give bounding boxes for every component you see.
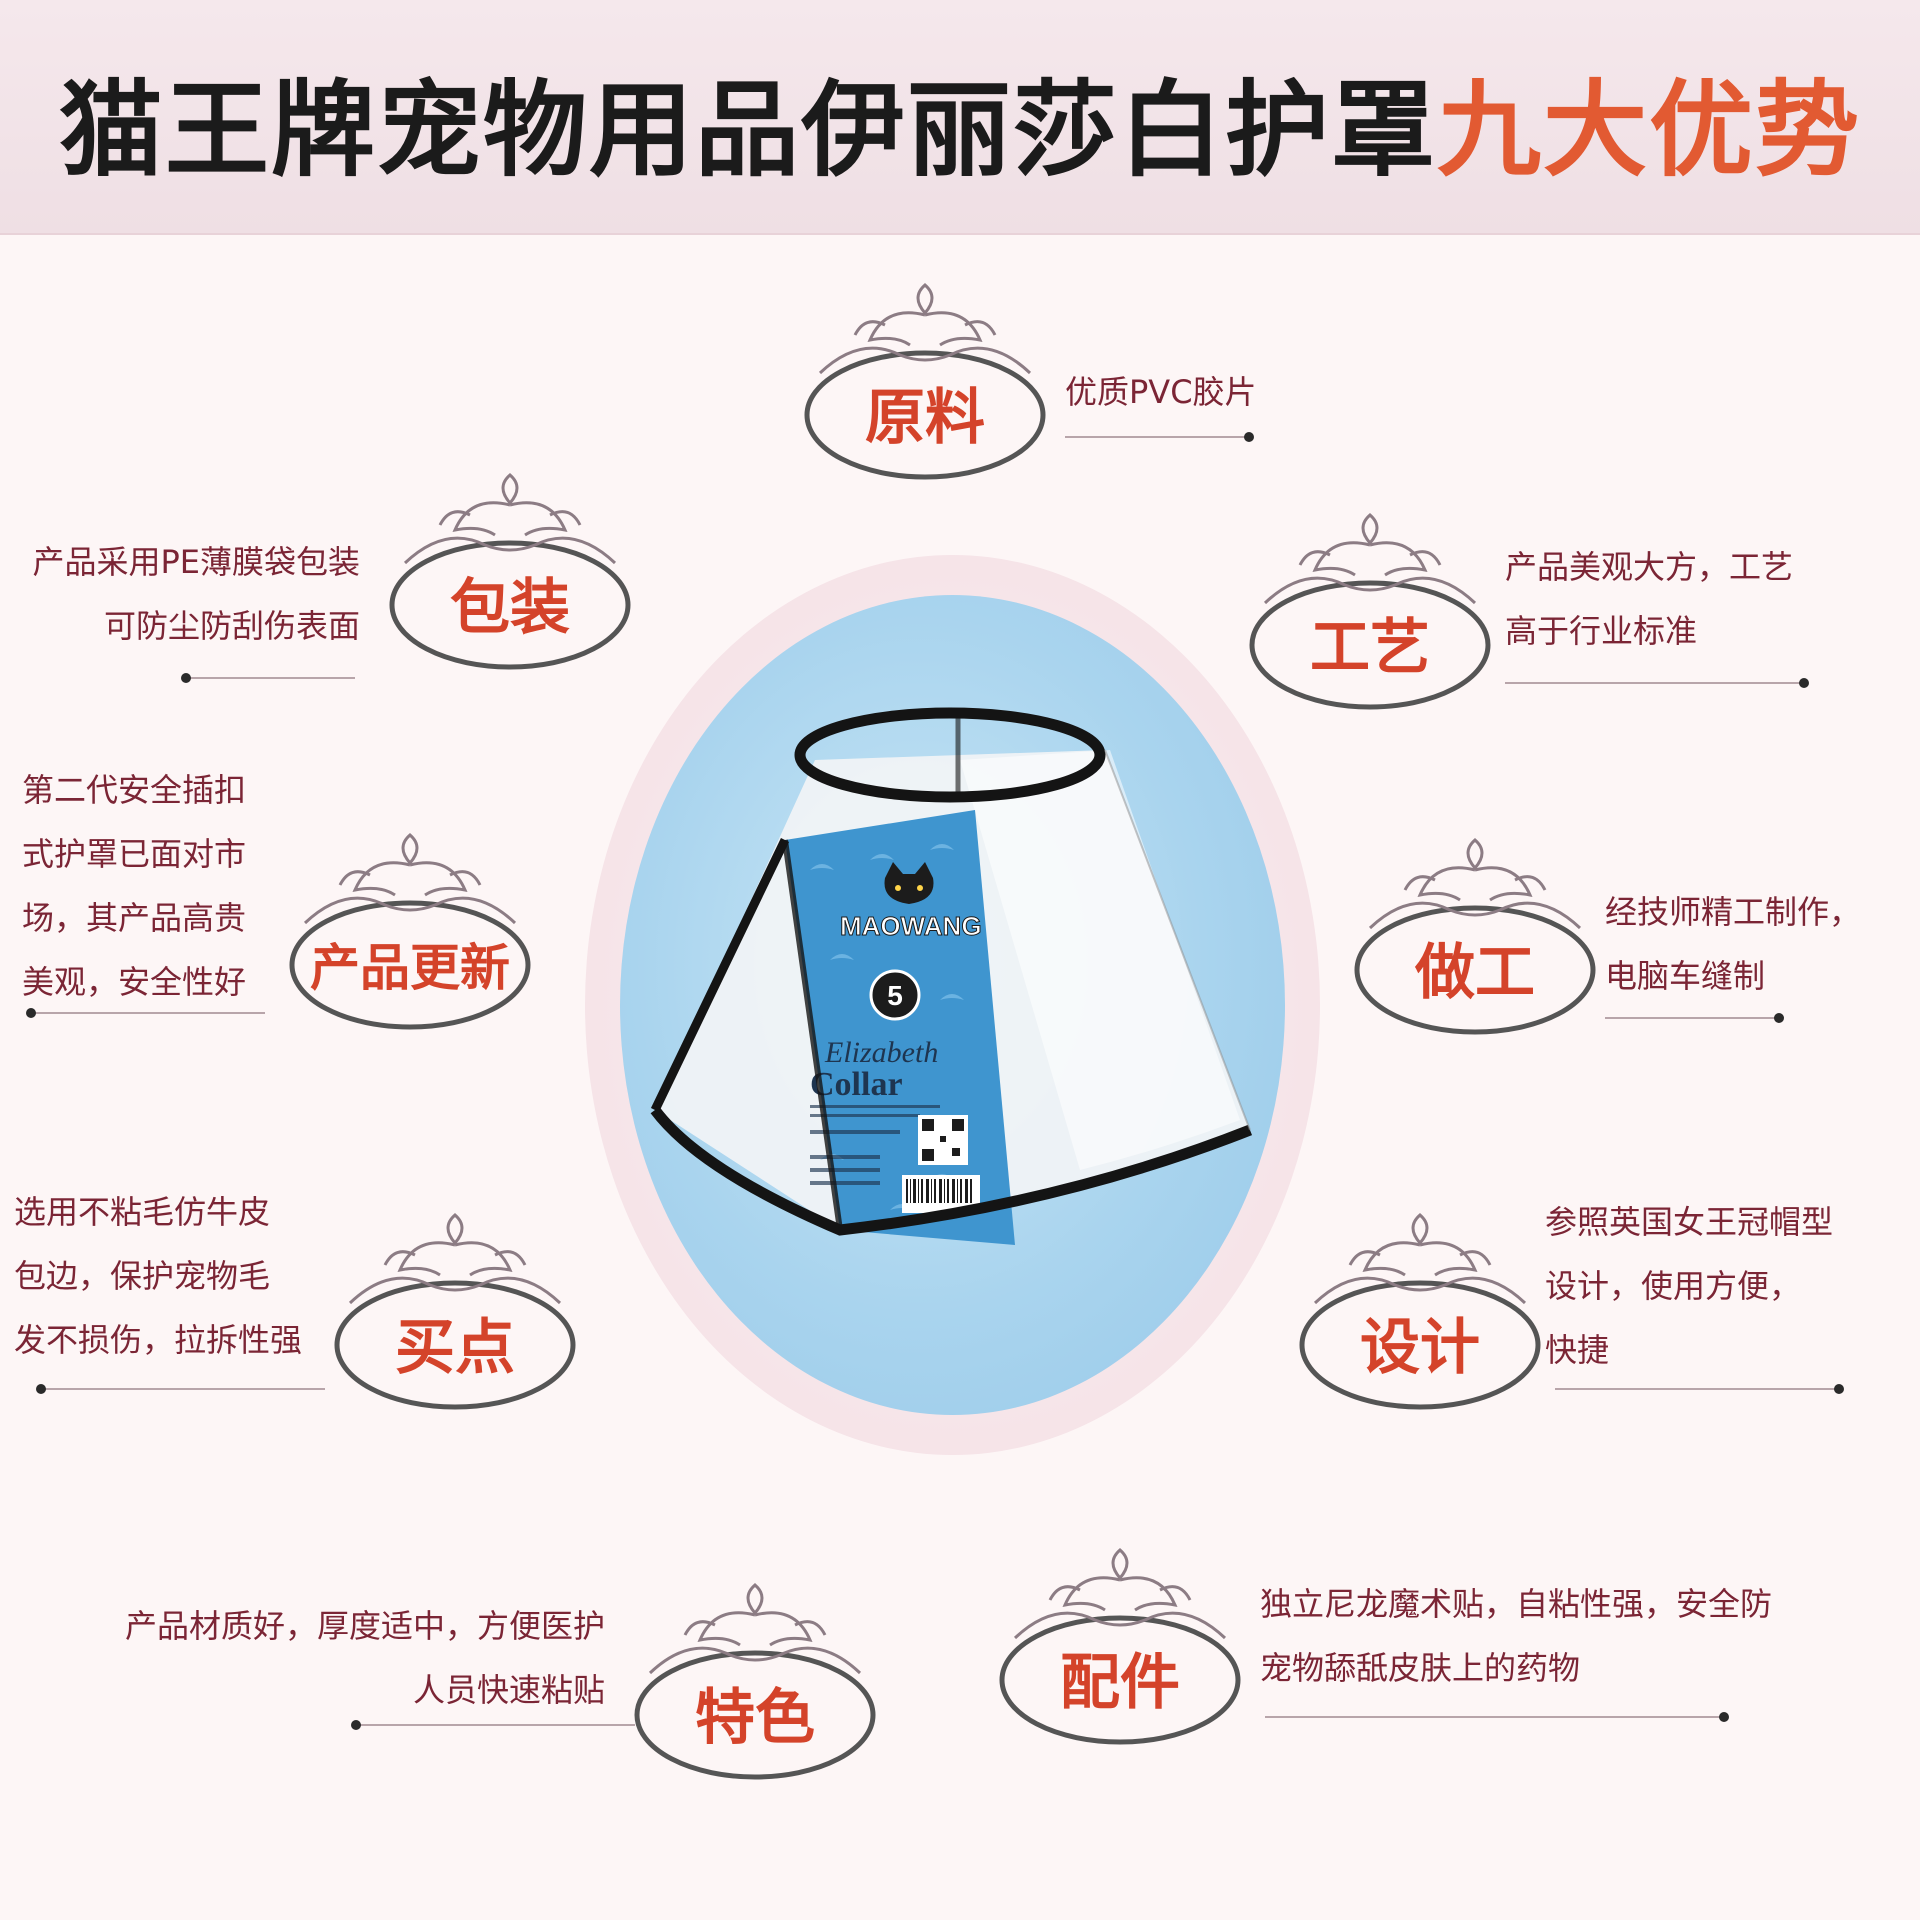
feature-emblem-special: 特色 [630,1565,880,1785]
feature-text-selling: 选用不粘毛仿牛皮 包边，保护宠物毛 发不损伤，拉拆性强 [14,1193,303,1359]
feature-rule-packaging [181,673,355,683]
feature-text-special: 产品材质好，厚度适中，方便医护 人员快速粘贴 [124,1607,605,1709]
feature-text-raw: 优质PVC胶片 [1065,373,1257,411]
size-text: 5 [887,980,903,1011]
feature-emblem-update: 产品更新 [285,815,535,1035]
feature-text-work: 经技师精工制作， 电脑车缝制 [1605,893,1862,995]
feature-rule-work [1605,1013,1784,1023]
ornament-frame-icon [1354,838,1596,1035]
feature-emblem-accessory: 配件 [995,1530,1245,1750]
qr-code-icon [918,1115,968,1165]
feature-rule-special [351,1720,635,1730]
product-name-line1: Elizabeth [824,1036,938,1069]
collar-cone-highlight [960,750,1240,1170]
feature-label: 工艺 [1310,613,1430,683]
ornament-frame-icon [999,1548,1241,1745]
collar-bottom-edge [650,1106,1253,1236]
feature-label: 买点 [395,1313,515,1383]
feature-rule-selling [36,1384,325,1394]
feature-label: 做工 [1415,938,1535,1008]
ornament-frame-icon [634,1583,876,1780]
label-small-print [810,1105,940,1185]
feature-emblem-craft: 工艺 [1245,495,1495,715]
feature-emblem-selling: 买点 [330,1195,580,1415]
feature-label: 包装 [450,573,570,643]
product-image: MAOWANG 5 Elizabeth Collar [650,707,1253,1245]
cat-logo-icon [884,862,934,904]
collar-neck-ring [794,707,1106,803]
feature-label: 产品更新 [310,939,510,997]
feature-emblem-design: 设计 [1295,1195,1545,1415]
title-accent: 九大优势 [1437,68,1862,191]
feature-emblem-packaging: 包装 [385,455,635,675]
size-badge [869,969,921,1021]
feature-rule-craft [1505,678,1809,688]
feature-text-packaging: 产品采用PE薄膜袋包装 可防尘防刮伤表面 [32,543,360,645]
header-band [0,0,1920,235]
feature-text-accessory: 独立尼龙魔术贴，自粘性强，安全防 宠物舔舐皮肤上的药物 [1260,1585,1773,1687]
barcode-icon [902,1175,980,1213]
feature-rule-accessory [1265,1712,1729,1722]
brand-text: MAOWANG [840,911,982,941]
feature-emblem-work: 做工 [1350,820,1600,1040]
feature-label: 设计 [1360,1313,1480,1383]
title-main: 猫王牌宠物用品伊丽莎白护罩 [58,68,1437,191]
ornament-frame-icon [804,283,1046,480]
ornament-frame-icon [334,1213,576,1410]
ornament-frame-icon [1299,1213,1541,1410]
feature-label: 原料 [865,383,985,453]
page-title: 猫王牌宠物用品伊丽莎白护罩九大优势 [0,40,1920,200]
feature-rule-design [1555,1384,1844,1394]
feature-text-update: 第二代安全插扣 式护罩已面对市 场，其产品高贵 美观，安全性好 [22,771,247,1001]
feature-rule-raw [1065,432,1254,442]
feature-text-design: 参照英国女王冠帽型 设计，使用方便， 快捷 [1545,1203,1834,1369]
ornament-frame-icon [389,473,631,670]
product-name-line2: Collar [810,1066,903,1103]
feature-text-craft: 产品美观大方，工艺 高于行业标准 [1505,548,1794,650]
feature-rule-update [26,1008,265,1018]
feature-emblem-raw: 原料 [800,265,1050,485]
ornament-frame-icon [289,833,531,1030]
feature-label: 特色 [695,1683,815,1753]
ornament-frame-icon [1249,513,1491,710]
feature-label: 配件 [1060,1648,1180,1718]
